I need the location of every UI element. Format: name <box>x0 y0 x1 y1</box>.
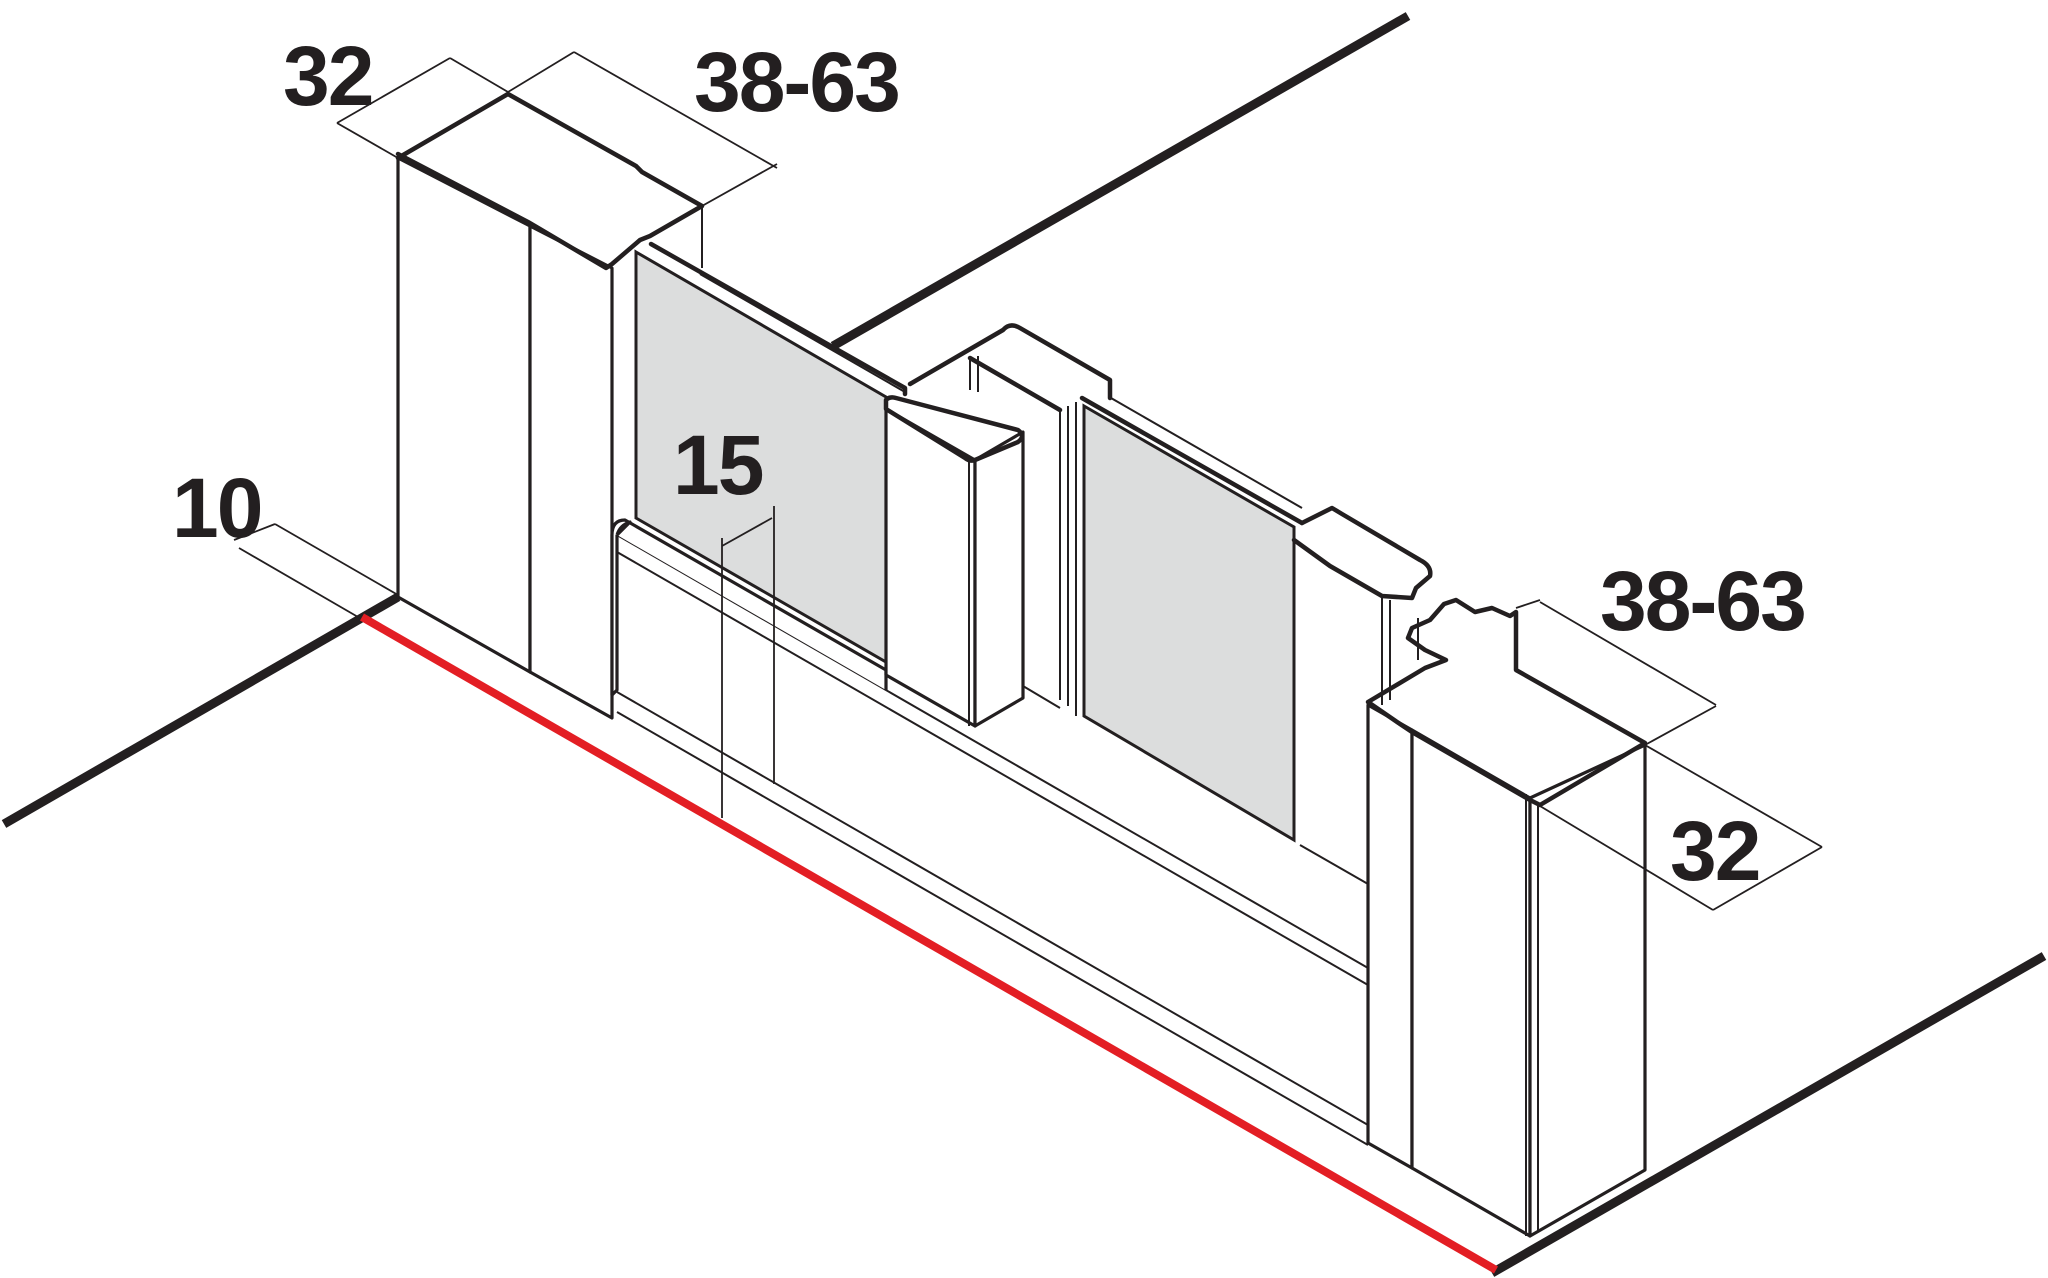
left-wall-profile <box>395 91 705 720</box>
dim-15 <box>721 506 775 818</box>
dim-label-right-width: 32 <box>1670 804 1759 898</box>
right-wall-floor-line <box>1489 952 2047 1277</box>
back-wall-line <box>830 12 1411 350</box>
left-wall-floor-line <box>1 593 401 828</box>
dim-label-top-left-adjust: 38-63 <box>694 35 899 129</box>
dim-label-glass-offset: 15 <box>673 418 763 512</box>
top-rail <box>648 241 1305 526</box>
dim-label-wall-offset: 10 <box>172 461 261 555</box>
right-wall-profile <box>1365 596 1648 1238</box>
bottom-rails <box>616 534 1369 1146</box>
dim-left-10 <box>233 523 399 618</box>
dim-label-top-left-width: 32 <box>283 29 372 123</box>
dim-right-32 <box>1529 744 1823 911</box>
dim-label-right-adjust: 38-63 <box>1600 554 1805 648</box>
floor-measure-line <box>360 613 1498 1274</box>
middle-left-door-profile <box>883 395 1025 728</box>
dim-top-left-32 <box>336 57 509 159</box>
glass-panel-right <box>1082 403 1296 843</box>
right-door-top-profile <box>1291 505 1433 840</box>
dim-right-38-63 <box>1515 599 1717 746</box>
left-bottom-profile <box>610 518 888 697</box>
middle-connector-profile <box>907 323 1113 716</box>
dim-top-left-38-63 <box>507 51 778 207</box>
